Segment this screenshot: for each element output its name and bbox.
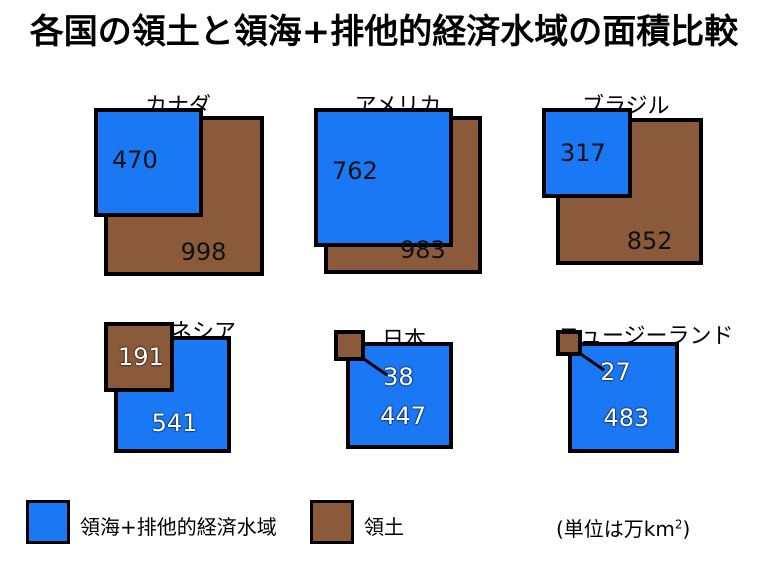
- country-1-eez-square: [314, 108, 454, 248]
- country-2-land-value: 852: [626, 227, 673, 256]
- unit-label-close: ): [682, 517, 691, 541]
- country-5-land-square: [556, 330, 583, 357]
- country-2-eez-value: 317: [560, 139, 606, 168]
- country-4-eez-value: 447: [380, 401, 426, 430]
- legend-label-land: 領土: [364, 515, 404, 539]
- country-4-land-value: 38: [383, 363, 414, 392]
- unit-label-sup: 2: [674, 517, 683, 532]
- country-0-eez-square: [94, 108, 204, 218]
- unit-label: (単位は万km2): [556, 513, 690, 542]
- chart-title: 各国の領土と領海+排他的経済水域の面積比較: [29, 12, 739, 52]
- legend-label-eez: 領海+排他的経済水域: [80, 515, 277, 539]
- country-5-leader-line: [577, 351, 606, 372]
- country-3-land-value: 191: [118, 342, 164, 371]
- country-4-land-square: [334, 330, 366, 362]
- country-5-eez-value: 483: [603, 404, 650, 433]
- legend-swatch-land: [310, 500, 354, 544]
- country-2-eez-square: [542, 108, 632, 198]
- country-3-eez-value: 541: [151, 409, 198, 438]
- country-5-land-value: 27: [600, 358, 631, 387]
- unit-label-text: (単位は万km: [556, 517, 675, 541]
- country-0-eez-value: 470: [112, 146, 158, 175]
- country-5-eez-square: [568, 342, 679, 453]
- country-3-land-square: [104, 322, 174, 392]
- country-1-eez-value: 762: [332, 156, 378, 185]
- legend-swatch-eez: [26, 500, 70, 544]
- country-0-land-value: 998: [180, 237, 227, 266]
- country-1-land-value: 983: [399, 236, 446, 265]
- country-4-leader-line: [360, 355, 388, 377]
